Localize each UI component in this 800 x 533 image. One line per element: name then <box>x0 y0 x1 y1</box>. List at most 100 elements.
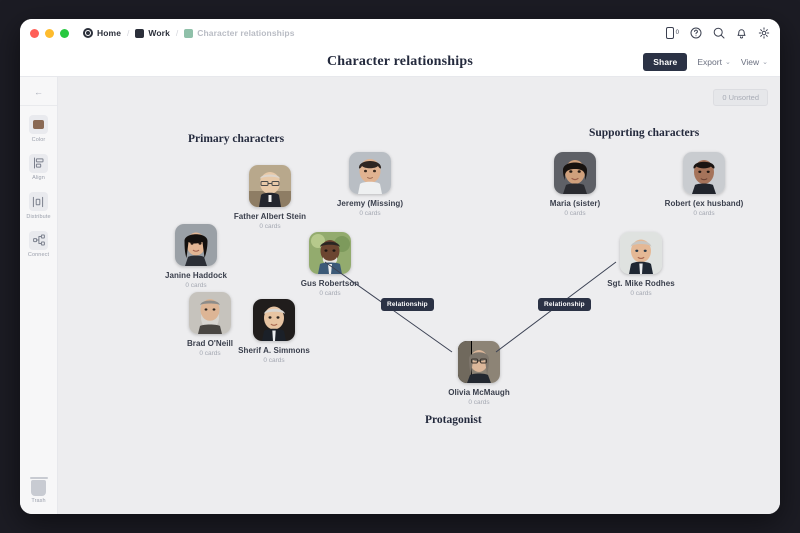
view-menu-button[interactable]: View ⌄ <box>741 57 768 67</box>
character-node-jeremy[interactable]: Jeremy (Missing) 0 cards <box>323 152 417 217</box>
avatar <box>309 232 351 274</box>
character-name: Father Albert Stein <box>233 212 307 221</box>
character-node-gus[interactable]: Gus Robertson 0 cards <box>283 232 377 297</box>
app-body: ← Color Align <box>20 77 780 514</box>
character-card-count: 0 cards <box>564 210 586 217</box>
character-name: Maria (sister) <box>549 199 601 208</box>
character-name: Sherif A. Simmons <box>238 346 310 355</box>
minimize-window-button[interactable] <box>45 28 54 38</box>
protagonist-label: Protagonist <box>425 414 482 426</box>
trash-icon <box>29 476 48 496</box>
sidebar-trash[interactable]: Trash <box>29 476 48 504</box>
sidebar-tool-connect[interactable]: Connect <box>27 230 50 258</box>
character-card-count: 0 cards <box>259 223 281 230</box>
settings-gear-icon[interactable] <box>758 27 770 39</box>
header-actions: Share Export ⌄ View ⌄ <box>643 52 768 71</box>
app-window: Home / Work / Character relationships 0 <box>20 19 780 514</box>
edge-label-mike-olivia[interactable]: Relationship <box>538 298 591 311</box>
character-card-count: 0 cards <box>185 282 207 289</box>
project-swatch-icon <box>184 28 194 38</box>
character-card-count: 0 cards <box>468 399 490 406</box>
maximize-window-button[interactable] <box>60 28 69 38</box>
export-menu-button[interactable]: Export ⌄ <box>697 57 730 67</box>
export-label: Export <box>697 56 722 67</box>
avatar <box>249 165 291 207</box>
character-name: Janine Haddock <box>164 271 228 280</box>
character-node-robert[interactable]: Robert (ex husband) 0 cards <box>657 152 751 217</box>
avatar <box>253 299 295 341</box>
search-icon[interactable] <box>713 27 725 39</box>
breadcrumb: Home / Work / Character relationships <box>83 28 295 38</box>
breadcrumb-separator-2: / <box>175 28 179 38</box>
tool-sidebar: ← Color Align <box>20 77 58 514</box>
character-card-count: 0 cards <box>199 350 221 357</box>
breadcrumb-separator: / <box>127 28 130 38</box>
help-icon[interactable] <box>690 27 702 39</box>
character-card-count: 0 cards <box>263 357 285 364</box>
avatar <box>175 224 217 266</box>
chevron-down-icon: ⌄ <box>724 58 731 66</box>
character-node-sherif[interactable]: Sherif A. Simmons 0 cards <box>227 299 321 364</box>
breadcrumb-item-work[interactable]: Work <box>135 28 170 38</box>
home-icon <box>83 28 93 38</box>
sidebar-tool-distribute[interactable]: Distribute <box>26 192 51 220</box>
document-header: Character relationships Share Export ⌄ V… <box>20 47 780 77</box>
sidebar-tool-label-align: Align <box>32 175 45 181</box>
edge-label-gus-olivia[interactable]: Relationship <box>381 298 434 311</box>
traffic-lights <box>30 28 69 38</box>
character-card-count: 0 cards <box>693 210 715 217</box>
avatar <box>189 292 231 334</box>
close-window-button[interactable] <box>30 28 39 38</box>
character-card-count: 0 cards <box>359 210 381 217</box>
titlebar-icon-group: 0 <box>665 27 770 39</box>
unsorted-counter-pill[interactable]: 0 Unsorted <box>713 89 768 106</box>
page-title: Character relationships <box>326 53 474 69</box>
character-name: Brad O'Neill <box>186 339 234 348</box>
character-name: Robert (ex husband) <box>664 199 744 208</box>
breadcrumb-label-home: Home <box>97 28 122 38</box>
character-name: Jeremy (Missing) <box>336 199 404 208</box>
character-name: Olivia McMaugh <box>448 388 510 397</box>
breadcrumb-item-project[interactable]: Character relationships <box>184 28 294 38</box>
avatar <box>554 152 596 194</box>
sidebar-tool-label-distribute: Distribute <box>26 213 51 220</box>
sidebar-tool-label-color: Color <box>31 136 46 143</box>
distribute-icon <box>28 192 48 211</box>
character-card-count: 0 cards <box>630 290 652 297</box>
character-node-olivia[interactable]: Olivia McMaugh 0 cards <box>432 341 526 406</box>
sidebar-tool-color[interactable]: Color <box>29 115 48 143</box>
character-name: Gus Robertson <box>300 279 360 288</box>
sidebar-tool-align[interactable]: Align <box>29 153 48 181</box>
sidebar-trash-label: Trash <box>31 498 46 504</box>
device-badge-count: 0 <box>675 30 679 36</box>
sidebar-collapse-button[interactable]: ← <box>20 83 57 106</box>
character-node-mike[interactable]: Sgt. Mike Rodhes 0 cards <box>594 232 688 297</box>
title-bar: Home / Work / Character relationships 0 <box>20 19 780 47</box>
share-button[interactable]: Share <box>643 52 688 71</box>
character-card-count: 0 cards <box>319 290 341 297</box>
character-node-janine[interactable]: Janine Haddock 0 cards <box>149 224 243 289</box>
notifications-bell-icon[interactable] <box>736 27 747 39</box>
breadcrumb-label-work: Work <box>148 28 170 38</box>
avatar <box>458 341 500 383</box>
breadcrumb-label-project: Character relationships <box>197 28 295 38</box>
view-label: View <box>740 56 760 67</box>
sidebar-tool-label-connect: Connect <box>27 252 50 258</box>
device-icon[interactable]: 0 <box>665 27 679 39</box>
color-swatch-icon <box>29 115 48 134</box>
avatar <box>349 152 391 194</box>
chevron-down-icon-2: ⌄ <box>762 58 768 66</box>
relationship-canvas[interactable]: 0 Unsorted Primary characters Supporting… <box>58 77 780 514</box>
folder-swatch-icon <box>135 28 145 38</box>
character-name: Sgt. Mike Rodhes <box>607 279 675 288</box>
section-heading-supporting: Supporting characters <box>589 127 700 139</box>
avatar <box>620 232 662 274</box>
character-node-brad[interactable]: Brad O'Neill 0 cards <box>163 292 257 357</box>
avatar <box>683 152 725 194</box>
breadcrumb-item-home[interactable]: Home <box>83 28 121 38</box>
character-node-albert[interactable]: Father Albert Stein 0 cards <box>223 165 317 230</box>
character-node-maria[interactable]: Maria (sister) 0 cards <box>528 152 622 217</box>
align-icon <box>29 153 48 173</box>
section-heading-primary: Primary characters <box>188 133 285 145</box>
connect-icon <box>29 230 48 250</box>
